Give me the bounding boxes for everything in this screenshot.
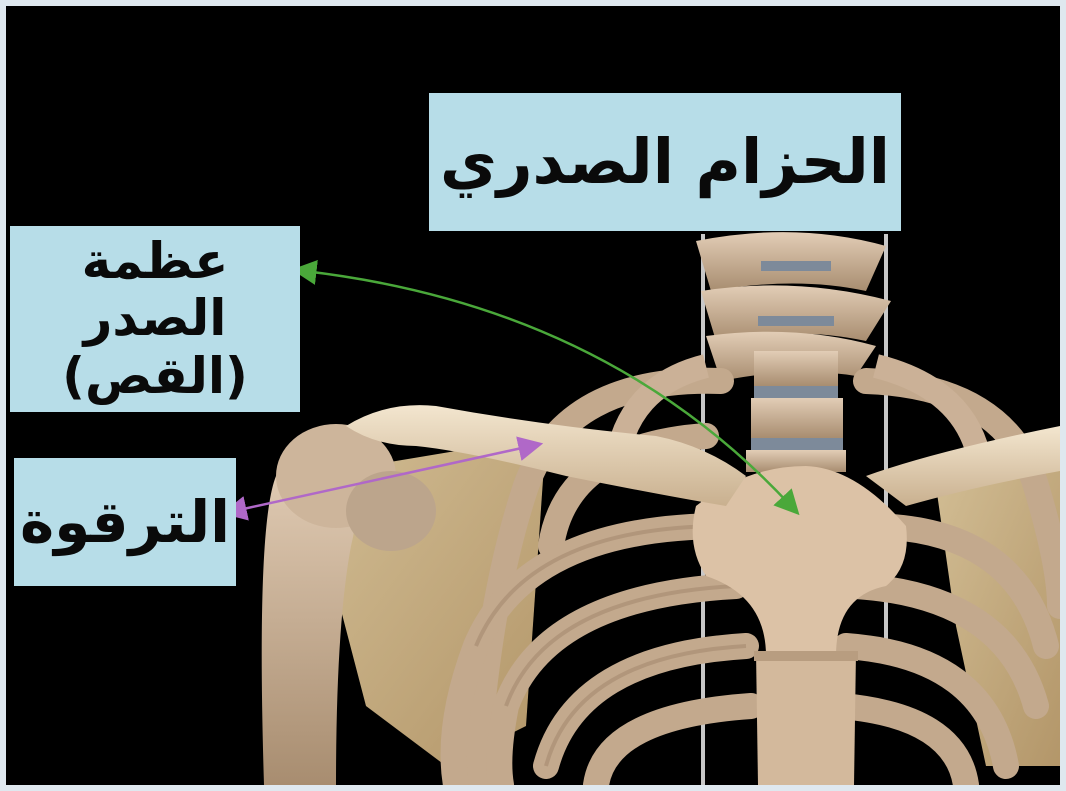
title-label: الحزام الصدري xyxy=(429,93,901,231)
sternum-label-line1: عظمة الصدر xyxy=(10,233,300,348)
slide: الحزام الصدري عظمة الصدر (القص) الترقوة xyxy=(6,6,1060,785)
first-rib-right xyxy=(876,366,976,446)
sternum-label: عظمة الصدر (القص) xyxy=(10,226,300,412)
cervical-vertebrae xyxy=(696,232,891,472)
title-text: الحزام الصدري xyxy=(440,126,890,197)
sternum-label-line2: (القص) xyxy=(62,348,248,406)
sternum-body xyxy=(756,651,856,785)
clavicle-label: الترقوة xyxy=(14,458,236,586)
clavicle-label-text: الترقوة xyxy=(20,489,230,556)
